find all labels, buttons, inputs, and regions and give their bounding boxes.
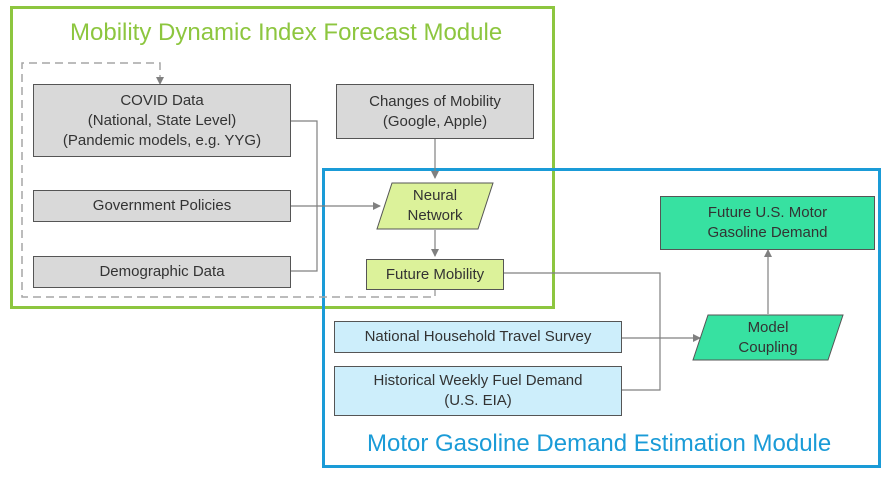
coupling-line2: Coupling — [738, 338, 798, 356]
changes-of-mobility-box: Changes of Mobility (Google, Apple) — [336, 84, 534, 139]
feedback-loop-dashed — [21, 62, 436, 298]
covid-data-box: COVID Data (National, State Level) (Pand… — [33, 84, 291, 157]
future-gasoline-demand-box: Future U.S. Motor Gasoline Demand — [660, 196, 875, 250]
coupling-line1: Model — [747, 318, 789, 336]
mobility-line2: (Google, Apple) — [382, 112, 488, 130]
model-coupling-node: Model Coupling — [692, 314, 844, 361]
gasoline-line2: Gasoline Demand — [707, 224, 828, 241]
fuel-line1: Historical Weekly Fuel Demand — [373, 372, 583, 389]
model-coupling-shape — [692, 314, 844, 361]
neural-line2: Network — [407, 207, 463, 224]
forecast-module-title: Mobility Dynamic Index Forecast Module — [70, 19, 503, 46]
fuel-demand-box: Historical Weekly Fuel Demand (U.S. EIA) — [334, 366, 622, 416]
neural-network-shape — [376, 182, 494, 230]
neural-line1: Neural — [412, 187, 458, 204]
future-mobility-box: Future Mobility — [366, 259, 504, 290]
future-mobility-label: Future Mobility — [385, 265, 485, 283]
mobility-line1: Changes of Mobility — [369, 92, 501, 110]
covid-line3: (Pandemic models, e.g. YYG) — [62, 131, 262, 149]
covid-connector — [291, 120, 318, 272]
model-coupling-label: Model Coupling — [692, 314, 844, 361]
nhts-label: National Household Travel Survey — [364, 328, 592, 345]
nhts-box: National Household Travel Survey — [334, 321, 622, 353]
gov-label: Government Policies — [92, 197, 232, 214]
estimation-module-frame — [322, 168, 881, 468]
covid-line1: COVID Data — [120, 91, 204, 109]
covid-line2: (National, State Level) — [87, 111, 237, 129]
gasoline-line1: Future U.S. Motor — [707, 204, 828, 221]
demo-label: Demographic Data — [99, 263, 225, 280]
fuel-line2: (U.S. EIA) — [444, 392, 512, 409]
forecast-module-frame — [10, 6, 555, 309]
future-mobility-connector — [504, 272, 661, 391]
demographic-data-box: Demographic Data — [33, 256, 291, 288]
government-policies-box: Government Policies — [33, 190, 291, 222]
neural-network-node: Neural Network — [376, 182, 494, 230]
estimation-module-title: Motor Gasoline Demand Estimation Module — [367, 430, 832, 457]
neural-network-label: Neural Network — [376, 182, 494, 230]
